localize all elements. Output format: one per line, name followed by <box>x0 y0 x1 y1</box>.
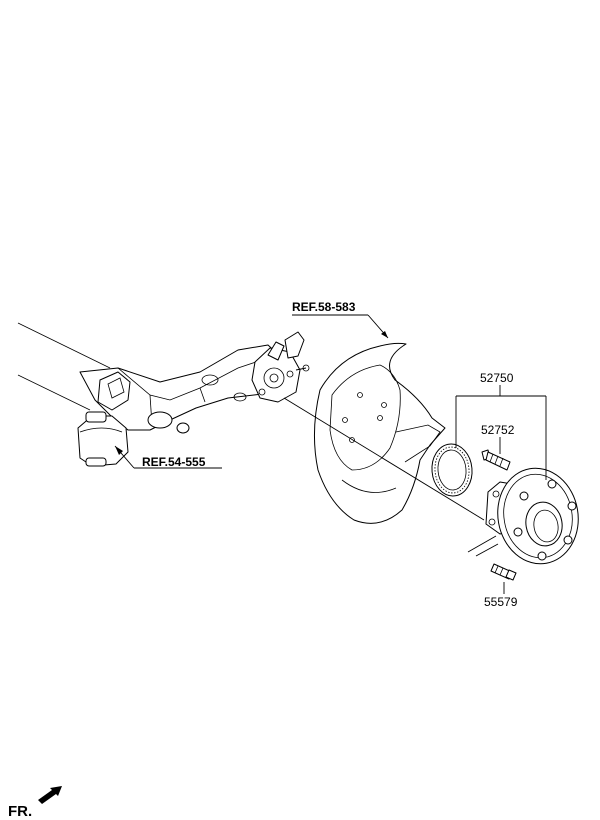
arrow-icon <box>381 331 388 338</box>
front-direction-marker: FR. <box>8 786 62 820</box>
front-marker-label: FR. <box>8 803 32 820</box>
part-55579-label[interactable]: 55579 <box>484 595 518 609</box>
hub-bolt[interactable] <box>481 449 511 471</box>
front-arrow-icon <box>38 786 62 804</box>
ref-disc-cover-label[interactable]: REF.58-583 <box>292 300 356 314</box>
mounting-bolt[interactable] <box>490 563 517 581</box>
arrow-icon <box>115 446 123 455</box>
part-52752-label[interactable]: 52752 <box>481 423 515 437</box>
rear-axle-beam[interactable] <box>17 322 310 467</box>
ref-axle-label[interactable]: REF.54-555 <box>142 455 206 469</box>
tone-ring[interactable] <box>430 442 474 497</box>
part-52750-label[interactable]: 52750 <box>480 371 514 385</box>
hub-bearing-assembly[interactable] <box>485 462 586 570</box>
disc-dust-cover[interactable] <box>313 342 446 524</box>
